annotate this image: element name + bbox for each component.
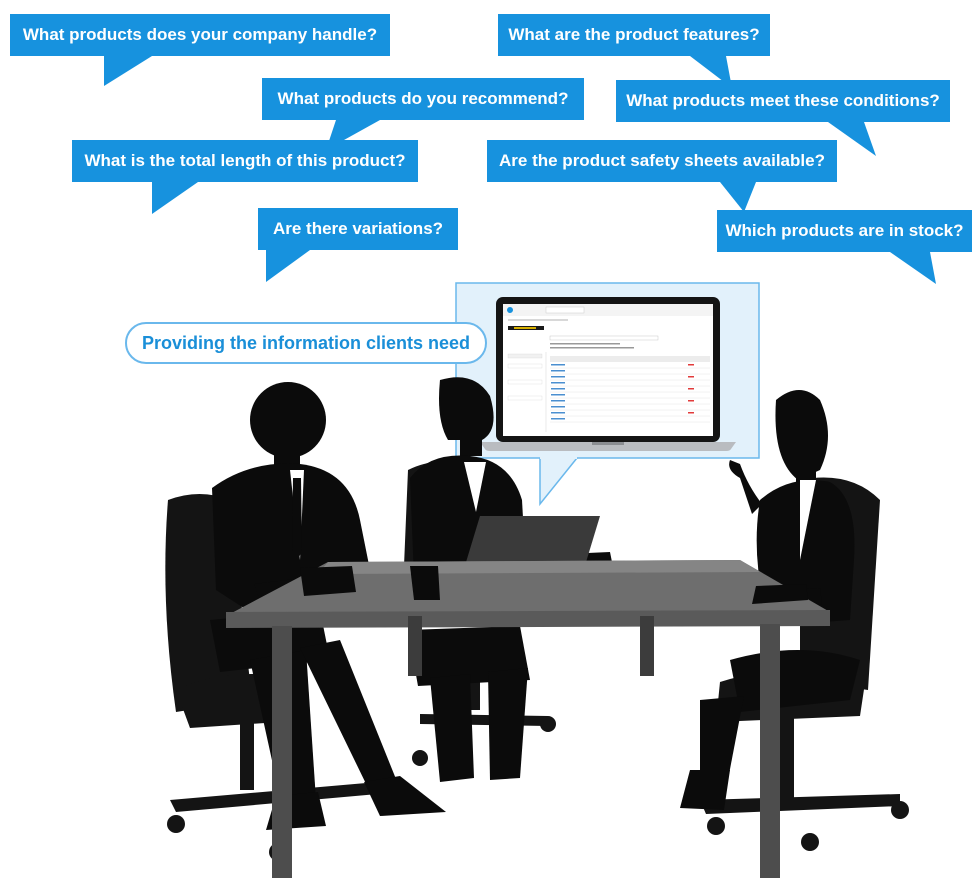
question-bubble-product-features: What are the product features? xyxy=(498,14,770,56)
bubble-tail xyxy=(720,182,756,212)
question-bubble-in-stock: Which products are in stock? xyxy=(717,210,972,252)
question-bubble-recommend: What products do you recommend? xyxy=(262,78,584,120)
meeting-table xyxy=(226,560,830,878)
bubble-tail xyxy=(266,250,310,282)
bubble-tail xyxy=(828,122,876,156)
bubble-tail xyxy=(104,56,152,86)
hands xyxy=(300,566,808,604)
question-bubble-safety-sheets: Are the product safety sheets available? xyxy=(487,140,837,182)
bubble-tail xyxy=(152,182,198,214)
bubble-tail xyxy=(890,252,936,284)
question-bubble-meet-conditions: What products meet these conditions? xyxy=(616,80,950,122)
question-bubble-variations: Are there variations? xyxy=(258,208,458,250)
tagline-pill: Providing the information clients need xyxy=(125,322,487,364)
question-bubble-products-handled: What products does your company handle? xyxy=(10,14,390,56)
laptop-illustration xyxy=(480,297,736,451)
question-bubble-total-length: What is the total length of this product… xyxy=(72,140,418,182)
